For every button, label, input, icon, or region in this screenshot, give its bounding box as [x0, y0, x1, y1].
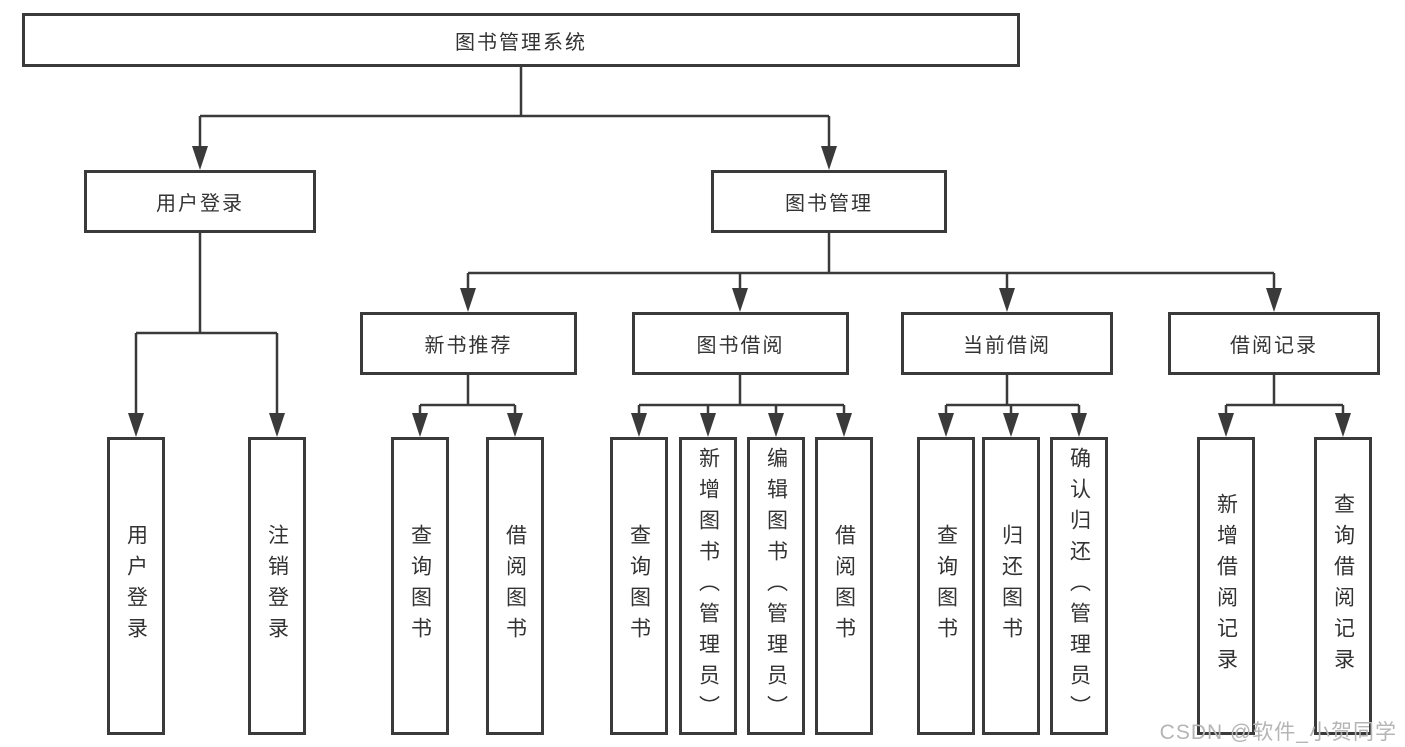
node-leaf-user-login: 用户登录 — [107, 437, 165, 735]
node-leaf-query-books-1: 查询图书 — [391, 437, 449, 735]
node-leaf-query-books-2: 查询图书 — [610, 437, 668, 735]
node-leaf-add-books-admin: 新增图书（管理员） — [679, 437, 737, 735]
connector-current-borrowing-to-leaves — [938, 375, 1087, 437]
node-leaf-return-books: 归还图书 — [982, 437, 1040, 735]
node-leaf-confirm-return-admin: 确认归还（管理员） — [1050, 437, 1108, 735]
node-leaf-borrow-books-2: 借阅图书 — [815, 437, 873, 735]
node-leaf-query-borrow-record: 查询借阅记录 — [1314, 437, 1372, 735]
node-leaf-borrow-books-1: 借阅图书 — [486, 437, 544, 735]
node-book-management: 图书管理 — [711, 170, 947, 233]
node-leaf-edit-books-admin: 编辑图书（管理员） — [747, 437, 805, 735]
node-current-borrowing: 当前借阅 — [901, 312, 1113, 375]
node-user-login: 用户登录 — [84, 170, 316, 233]
connector-book-borrowing-to-leaves — [631, 375, 852, 437]
node-leaf-query-books-3: 查询图书 — [917, 437, 975, 735]
node-borrowing-records: 借阅记录 — [1168, 312, 1380, 375]
node-leaf-logout: 注销登录 — [248, 437, 306, 735]
node-new-book-recommend: 新书推荐 — [360, 312, 577, 375]
connector-root-to-level2 — [192, 67, 837, 170]
node-root-library-system: 图书管理系统 — [22, 13, 1020, 67]
connector-book-management-to-level3 — [460, 233, 1282, 312]
node-leaf-add-borrow-record: 新增借阅记录 — [1197, 437, 1255, 735]
connector-new-book-to-leaves — [412, 375, 523, 437]
connector-user-login-to-leaves — [128, 233, 285, 437]
node-book-borrowing: 图书借阅 — [632, 312, 849, 375]
watermark: CSDN @软件_小贺同学 — [1159, 721, 1397, 744]
connector-borrowing-records-to-leaves — [1218, 375, 1351, 437]
